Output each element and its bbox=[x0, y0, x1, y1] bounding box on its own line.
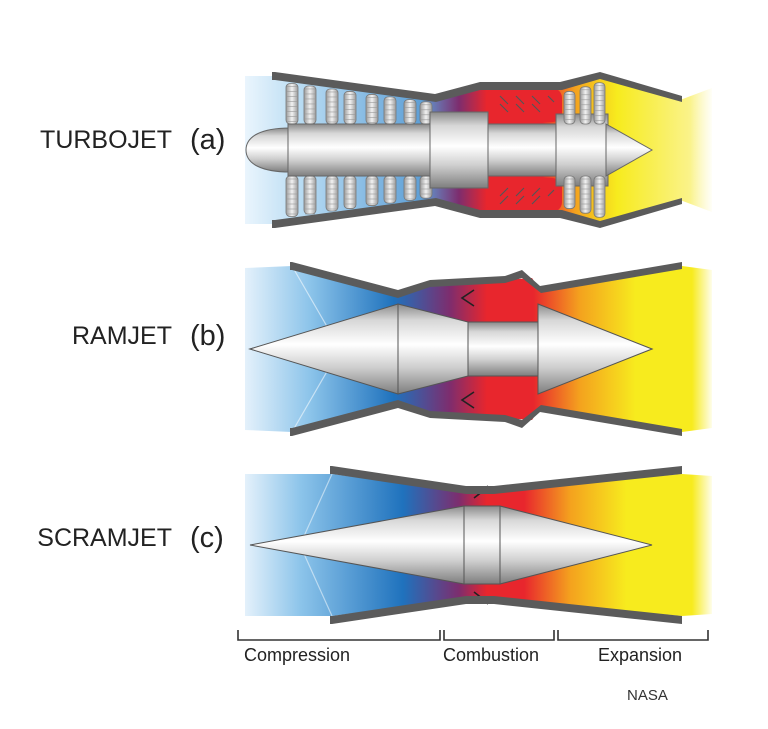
scramjet-exhaust-fade bbox=[692, 470, 714, 620]
turbojet-casing-bottom bbox=[272, 198, 682, 228]
scramjet-diagram bbox=[245, 466, 714, 624]
engine-tag-ramjet: (b) bbox=[190, 320, 225, 352]
bracket-expansion bbox=[557, 630, 709, 641]
ramjet-exhaust-fade bbox=[692, 264, 714, 434]
scramjet-casing-top bbox=[330, 466, 682, 494]
phase-label-expansion: Expansion bbox=[598, 645, 682, 665]
ramjet-flameholder-bottom bbox=[460, 391, 475, 409]
phase-label-compression: Compression bbox=[244, 645, 350, 665]
engine-label-scramjet: SCRAMJET bbox=[37, 524, 172, 552]
ramjet-flameholder-top bbox=[460, 289, 475, 307]
scramjet-casing-bottom bbox=[330, 596, 682, 624]
turbine-blade-stage bbox=[593, 82, 606, 218]
turbine-blade-stage bbox=[563, 91, 576, 209]
engine-labels: TURBOJET (a) RAMJET (b) SCRAMJET (c) bbox=[37, 124, 225, 554]
compressor-blade-stage bbox=[303, 85, 317, 215]
compressor-blade-stage bbox=[343, 91, 357, 209]
turbine-blade-stage bbox=[579, 86, 592, 214]
turbojet-spinner bbox=[245, 127, 291, 173]
turbojet-diagram bbox=[245, 72, 714, 228]
engine-label-ramjet: RAMJET bbox=[72, 322, 172, 350]
turbojet-turbine bbox=[563, 82, 606, 218]
compressor-blade-stage bbox=[365, 94, 379, 206]
credit-label: NASA bbox=[627, 687, 668, 704]
turbojet-combustors bbox=[486, 88, 562, 212]
phase-brackets: Compression Combustion Expansion bbox=[237, 630, 709, 665]
turbojet-casing-top bbox=[272, 72, 682, 102]
bracket-compression bbox=[237, 630, 441, 641]
phase-label-combustion: Combustion bbox=[443, 645, 539, 665]
engine-tag-scramjet: (c) bbox=[190, 522, 224, 554]
ramjet-casing-top bbox=[290, 262, 682, 298]
compressor-blade-stage bbox=[325, 88, 339, 212]
engine-label-turbojet: TURBOJET bbox=[40, 126, 172, 154]
turbojet-exhaust-fade bbox=[690, 86, 714, 216]
ramjet-casing-bottom bbox=[290, 400, 682, 436]
bracket-combustion bbox=[443, 630, 555, 641]
engine-tag-turbojet: (a) bbox=[190, 124, 225, 156]
turbojet-tailcone bbox=[605, 123, 654, 177]
ramjet-diagram bbox=[245, 262, 714, 436]
